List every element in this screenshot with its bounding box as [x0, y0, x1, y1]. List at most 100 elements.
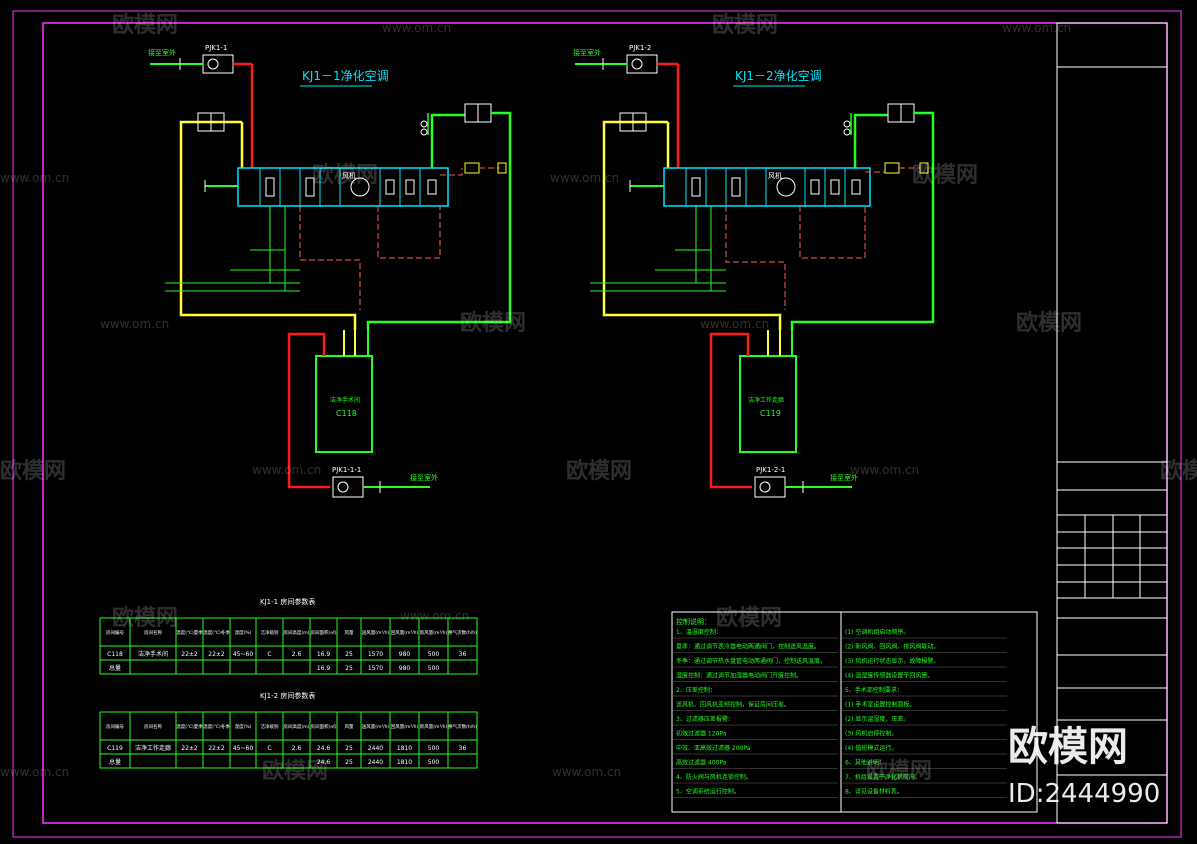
watermark-brand: 欧模网	[112, 12, 178, 38]
system-2-fan-bottom-label: PJK1-2-1	[756, 466, 785, 474]
watermark-brand: 欧模网	[1016, 310, 1082, 336]
table-cell: 500	[428, 745, 440, 752]
table-cell: 2440	[368, 759, 383, 766]
table-cell: 1570	[368, 665, 383, 672]
note-line: 6、其他说明：	[845, 759, 885, 767]
table-cell: 36	[459, 651, 467, 658]
watermark-site: www.om.cn	[1002, 21, 1071, 35]
table-header: 湿度(%)	[235, 629, 252, 636]
table-header: 房间编号	[106, 629, 124, 636]
table-header: 换气次数(h/h)	[448, 723, 477, 730]
watermark-brand: 欧模网	[112, 605, 178, 631]
table-cell: C118	[107, 651, 123, 658]
table-cell: 22±2	[208, 745, 225, 752]
watermark-site: www.om.cn	[552, 765, 621, 779]
table-cell: 总量	[109, 664, 121, 672]
table-header: 送风量(m³/h)	[362, 629, 390, 636]
table-header: 风量	[345, 629, 354, 636]
note-line: 初效过滤器 120Pa	[676, 730, 727, 738]
table-cell: 25	[345, 651, 353, 658]
watermark-brand: 欧模网	[262, 758, 328, 784]
system-2-title: KJ1－2净化空调	[735, 69, 822, 83]
table-cell: C119	[107, 745, 123, 752]
watermark-id: ID:2444990	[1008, 779, 1160, 809]
table-cell: 980	[399, 665, 411, 672]
table-header: 房间名称	[144, 723, 162, 730]
table-cell: 500	[428, 665, 440, 672]
note-line: (1) 手术室设置控制面板。	[845, 701, 915, 709]
note-line: 中效、亚高效过滤器 200Pa	[676, 744, 751, 752]
table-cell: 22±2	[208, 651, 225, 658]
watermark-brand-large: 欧模网	[1008, 724, 1128, 770]
note-line: 5、手术部控制要求：	[845, 686, 903, 694]
note-line: (2) 新风阀、回风阀、排风阀联动。	[845, 643, 939, 651]
note-line: 7、机组设置于净化机房内。	[845, 773, 921, 781]
table-cell: 洁净手术间	[138, 650, 168, 658]
table-cell: 36	[459, 745, 467, 752]
table-header: 温度(℃)夏季	[176, 629, 203, 636]
note-line: (2) 显示温湿度、压差。	[845, 715, 909, 723]
system-1-fan-bottom-label: PJK1-1-1	[332, 466, 361, 474]
table-header: 送风量(m³/h)	[362, 723, 390, 730]
system-1-title: KJ1－1净化空调	[302, 69, 389, 83]
watermarks: 欧模网 www.om.cn 欧模网 www.om.cn 欧模网 www.om.c…	[0, 12, 1197, 809]
table-cell: 500	[428, 759, 440, 766]
table-cell: 2440	[368, 745, 383, 752]
note-line: 2、压差控制：	[676, 686, 716, 694]
watermark-site: www.om.cn	[850, 463, 919, 477]
note-line: (1) 空调机组启动顺序。	[845, 628, 909, 636]
table-cell: 500	[428, 651, 440, 658]
table-header: 风量	[345, 723, 354, 730]
table-cell: 25	[345, 745, 353, 752]
table-header: 房间名称	[144, 629, 162, 636]
table-cell: 1810	[397, 745, 412, 752]
note-line: (3) 风机运行状态显示，故障报警。	[845, 657, 939, 665]
table-cell: 24.6	[317, 745, 331, 752]
system-1-fan-label: 风机	[342, 171, 356, 180]
note-line: 湿度控制：通过调节加湿器电动阀门开度控制。	[676, 672, 802, 680]
table-cell: 22±2	[181, 745, 198, 752]
system-1-room-name: 洁净手术间	[330, 396, 360, 404]
table-header: 房间高度(m)	[284, 629, 310, 636]
table-header: 房间面积(㎡)	[310, 629, 336, 636]
table-header: 新风量(m³/h)	[420, 629, 448, 636]
table-header: 温度(℃)冬季	[203, 723, 230, 730]
watermark-brand: 欧模网	[0, 458, 66, 484]
watermark-site: www.om.cn	[550, 171, 619, 185]
table-header: 洁净级别	[261, 723, 279, 730]
table-header: 回风量(m³/h)	[391, 629, 419, 636]
table-cell: C	[267, 651, 271, 658]
watermark-site: www.om.cn	[0, 765, 69, 779]
note-line: 1、温湿度控制：	[676, 628, 722, 636]
watermark-site: www.om.cn	[100, 317, 169, 331]
note-line: (4) 温湿度传感器设置于回风管。	[845, 672, 933, 680]
watermark-site: www.om.cn	[382, 21, 451, 35]
note-line: 高效过滤器 400Pa	[676, 759, 727, 767]
system-2-room	[739, 355, 797, 453]
system-1: KJ1－1净化空调 PJK1-1 接至室外	[148, 44, 512, 498]
table-header: 新风量(m³/h)	[420, 723, 448, 730]
table-cell: 45~60	[233, 651, 253, 658]
table-header: 温度(℃)冬季	[203, 629, 230, 636]
watermark-brand: 欧模网	[566, 458, 632, 484]
watermark-brand: 欧模网	[912, 162, 978, 188]
system-1-exhaust-bottom: 接至室外	[410, 473, 438, 482]
note-line: 送风机、回风机变频控制，保证房间压差。	[676, 701, 790, 709]
table-header: 洁净级别	[261, 629, 279, 636]
system-2-room-code: C119	[760, 409, 781, 418]
note-line: 4、防火阀与风机连锁控制。	[676, 773, 752, 781]
system-2: KJ1－2净化空调 PJK1-2 接至室外 风机	[573, 44, 935, 498]
watermark-brand: 欧模网	[866, 758, 932, 784]
table-header: 换气次数(h/h)	[448, 629, 477, 636]
watermark-brand: 欧模网	[312, 162, 378, 188]
watermark-site: www.om.cn	[252, 463, 321, 477]
note-line: 夏季：通过调节表冷器电动两通阀门，控制送风温度。	[676, 643, 820, 651]
system-2-fan-top-label: PJK1-2	[629, 44, 651, 52]
table-cell: 16.9	[317, 651, 331, 658]
table-cell: 45~60	[233, 745, 253, 752]
watermark-brand: 欧模网	[1160, 458, 1197, 484]
note-line: 8、详见设备材料表。	[845, 788, 903, 796]
table-cell: 2.6	[292, 745, 302, 752]
system-1-fan-top-label: PJK1-1	[205, 44, 227, 52]
table-cell: 16.9	[317, 665, 331, 672]
